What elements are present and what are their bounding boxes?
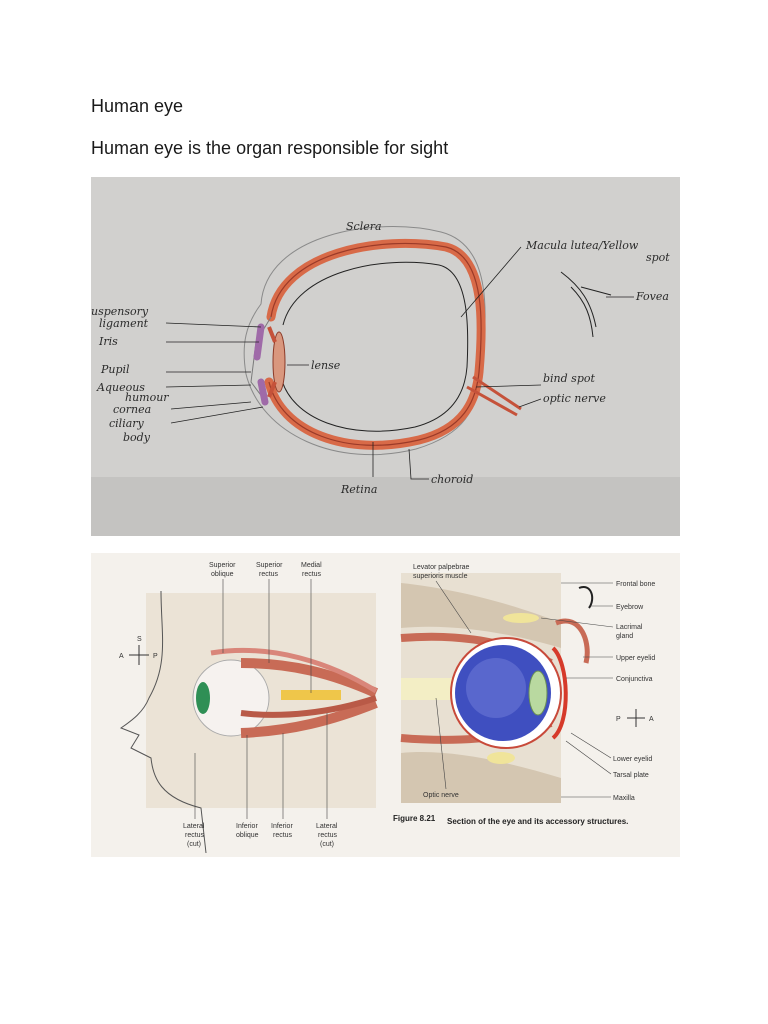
- compass-a: A: [119, 653, 124, 660]
- label-levator-2: superioris muscle: [413, 573, 468, 580]
- label-medial-rectus: Medial: [301, 562, 322, 569]
- eye-sketch-drawing: Sclera Macula lutea/Yellow spot Fovea us…: [91, 177, 680, 536]
- label-conjunctiva: Conjunctiva: [616, 676, 653, 683]
- label-superior-oblique: Superior: [209, 562, 236, 569]
- label-lacrimal-2: gland: [616, 633, 633, 640]
- eye-accessory-figure: S A P Superior oblique Superior rectus M…: [91, 553, 680, 857]
- label-lacrimal: Lacrimal: [616, 624, 643, 631]
- label-sclera: Sclera: [346, 220, 382, 233]
- label-inferior-rectus: Inferior: [271, 823, 293, 830]
- label-inferior-rectus-2: rectus: [273, 832, 293, 839]
- label-tarsal-plate: Tarsal plate: [613, 772, 649, 779]
- eye-textbook-figure: S A P Superior oblique Superior rectus M…: [91, 553, 680, 857]
- label-lateral-rectus-b: Lateral: [316, 823, 338, 830]
- label-lateral-rectus-b-2: rectus: [318, 832, 338, 839]
- figure-caption: Section of the eye and its accessory str…: [447, 817, 628, 826]
- compass2-p: P: [616, 716, 621, 723]
- compass2-a: A: [649, 716, 654, 723]
- label-lateral-rectus-2: rectus: [185, 832, 205, 839]
- label-iris: Iris: [98, 335, 118, 348]
- label-levator: Levator palpebrae: [413, 564, 470, 571]
- label-lower-eyelid: Lower eyelid: [613, 756, 652, 763]
- eye-sketch-photo: Sclera Macula lutea/Yellow spot Fovea us…: [91, 177, 680, 536]
- label-upper-eyelid: Upper eyelid: [616, 655, 655, 662]
- page-subtitle: Human eye is the organ responsible for s…: [91, 138, 449, 158]
- label-maxilla: Maxilla: [613, 795, 635, 802]
- figure-number: Figure 8.21: [393, 814, 436, 823]
- label-optic-nerve-fig: Optic nerve: [423, 792, 459, 799]
- label-retina: Retina: [340, 483, 377, 496]
- page-title: Human eye: [91, 96, 184, 116]
- label-frontal-bone: Frontal bone: [616, 581, 655, 588]
- label-inferior-oblique-2: oblique: [236, 832, 259, 839]
- label-medial-rectus-2: rectus: [302, 571, 322, 578]
- label-aqueous: Aqueous: [96, 381, 145, 394]
- compass-p: P: [153, 653, 158, 660]
- label-pupil: Pupil: [100, 363, 130, 376]
- label-superior-oblique-2: oblique: [211, 571, 234, 578]
- label-humour: humour: [125, 391, 169, 404]
- label-macula-spot: spot: [646, 251, 670, 264]
- label-choroid: choroid: [431, 473, 473, 486]
- label-suspensory: uspensory: [91, 305, 149, 318]
- label-blind-spot: bind spot: [543, 372, 595, 385]
- label-optic-nerve: optic nerve: [543, 392, 606, 405]
- label-inferior-oblique: Inferior: [236, 823, 258, 830]
- label-cornea: cornea: [113, 403, 151, 416]
- label-macula: Macula lutea/Yellow: [525, 239, 639, 252]
- label-ligament: ligament: [99, 317, 149, 330]
- label-lateral-rectus: Lateral: [183, 823, 205, 830]
- label-superior-rectus: Superior: [256, 562, 283, 569]
- label-lateral-rectus-b-3: (cut): [320, 841, 334, 848]
- label-superior-rectus-2: rectus: [259, 571, 279, 578]
- label-body: body: [123, 431, 151, 444]
- label-lense: lense: [311, 359, 341, 372]
- compass-s: S: [137, 636, 142, 643]
- label-lateral-rectus-3: (cut): [187, 841, 201, 848]
- label-fovea: Fovea: [635, 290, 669, 303]
- label-ciliary: ciliary: [109, 417, 145, 430]
- label-eyebrow: Eyebrow: [616, 604, 644, 611]
